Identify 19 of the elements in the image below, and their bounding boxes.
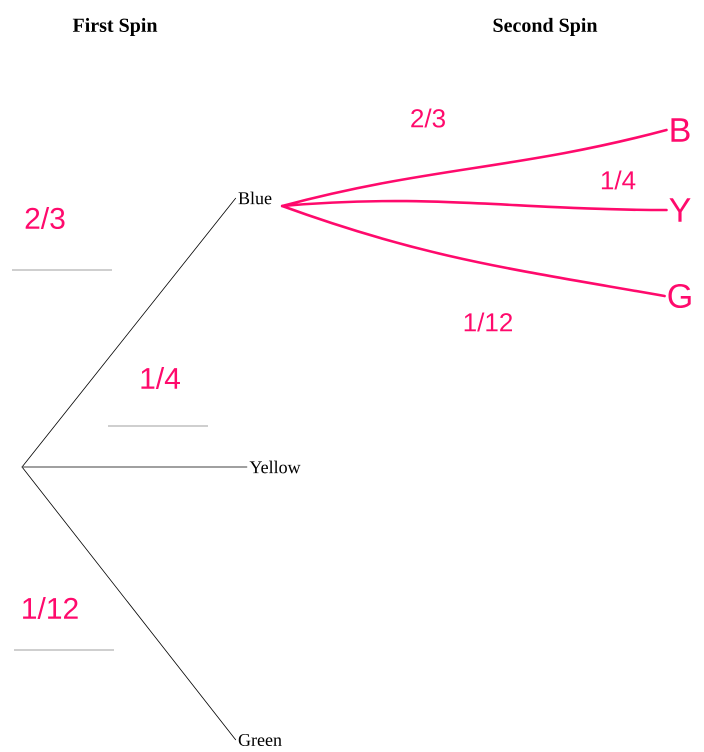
outcome-letter: B	[671, 118, 690, 142]
outcome-label: Yellow	[250, 460, 301, 474]
probability-answer: 2/3	[26, 206, 65, 230]
outcome-letter: G	[668, 284, 691, 308]
outcome-letter: Y	[669, 198, 691, 222]
edge-label: 2/3	[408, 107, 448, 129]
branch-line	[22, 467, 236, 740]
branch-line	[22, 466, 248, 468]
outcome-label: Blue	[238, 192, 272, 204]
outcome-label: Green	[238, 734, 282, 746]
branch-line	[22, 198, 236, 467]
edge-label: 1/12	[462, 311, 514, 333]
branch-line	[280, 200, 668, 212]
probability-answer: 1/12	[23, 597, 78, 620]
edge-label: 1/4	[598, 169, 638, 191]
branch-line	[280, 204, 666, 298]
probability-answer: 1/4	[141, 367, 180, 390]
column-heading: Second Spin	[494, 18, 598, 36]
column-heading: First Spin	[72, 18, 158, 36]
